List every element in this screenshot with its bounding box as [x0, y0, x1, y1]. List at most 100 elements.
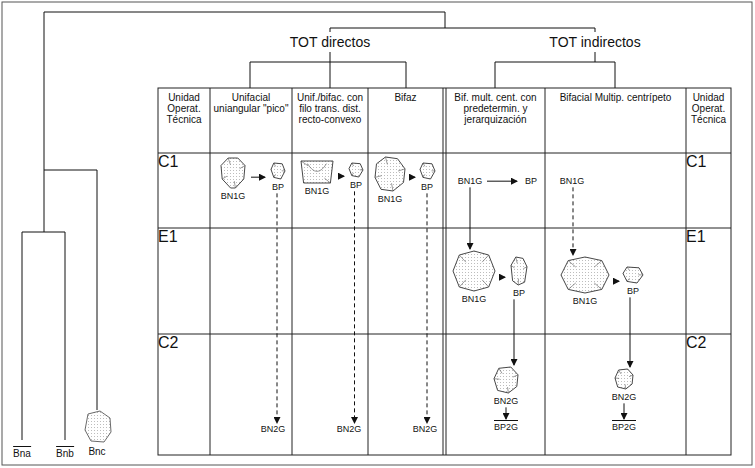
process-arrow — [277, 193, 278, 423]
column-header-cell: Bif. mult. cent. con predetermin. y jera… — [446, 88, 545, 153]
lithic-piece: BN2G — [490, 366, 522, 406]
lithic-piece: BP2G — [608, 420, 640, 432]
row-label: E1 — [686, 228, 731, 246]
lithic-piece: BP — [345, 162, 367, 190]
process-arrow — [427, 193, 428, 423]
piece-label: BP — [525, 176, 537, 186]
stone-illustration — [374, 156, 406, 192]
piece-label: BP2G — [494, 420, 518, 432]
piece-label: BP — [513, 288, 525, 298]
piece-label: BN2G — [261, 424, 286, 434]
process-arrow — [470, 187, 471, 249]
row-label-cell: C1 — [158, 153, 210, 228]
column-header-cell: Unif./bifac. con filo trans. dist. recto… — [292, 88, 368, 153]
piece-label: BN1G — [573, 296, 598, 306]
process-arrow — [573, 187, 574, 255]
stone-illustration — [348, 162, 364, 178]
piece-label: BN1G — [560, 176, 585, 186]
lithic-piece: BN2G — [608, 368, 640, 402]
stone-illustration — [452, 250, 496, 292]
process-arrow — [630, 297, 631, 367]
lithic-piece: BP — [620, 266, 646, 296]
stone-illustration — [419, 162, 436, 180]
branch-label: Bnb — [56, 446, 74, 459]
lithic-piece: BP — [518, 176, 544, 186]
process-arrow — [251, 177, 265, 178]
header-text: Unif./bifac. con filo trans. dist. recto… — [294, 92, 366, 126]
piece-label: BN2G — [612, 392, 637, 402]
piece-label: BP — [272, 182, 284, 192]
stone-illustration — [270, 162, 286, 180]
piece-label: BP — [627, 286, 639, 296]
lithic-piece: BN1G — [450, 250, 498, 304]
lithic-piece: BP — [416, 162, 438, 192]
header-text: Bifaz — [394, 92, 416, 103]
column-header-cell: Bifacial Multip. centrípeto — [545, 88, 686, 153]
lithic-piece: BN1G — [297, 160, 337, 196]
column-header-cell: Unifacial uniangular "pico" — [210, 88, 292, 153]
lithic-piece: BN1G — [558, 256, 612, 306]
lithic-piece: BP — [506, 256, 532, 298]
header-text: Unifacial uniangular "pico" — [212, 92, 290, 114]
process-arrow — [354, 191, 355, 423]
row-label: E1 — [158, 228, 210, 246]
stone-illustration — [220, 157, 246, 189]
row-label-cell: C2 — [158, 334, 210, 455]
table-grid — [158, 88, 731, 455]
row-label-cell: C2 — [686, 334, 731, 455]
lithic-piece: BP — [266, 162, 290, 192]
branch-label: Bnc — [88, 446, 105, 457]
piece-label: BP — [421, 182, 433, 192]
process-arrow — [487, 181, 517, 182]
lithic-piece: BN1G — [454, 176, 486, 186]
header-text: Bifacial Multip. centrípeto — [560, 92, 672, 103]
row-label-cell: C1 — [686, 153, 731, 228]
piece-label: BN1G — [305, 186, 330, 196]
process-arrow — [506, 407, 507, 419]
piece-label: BN2G — [337, 424, 362, 434]
column-header-cell: Bifaz — [368, 88, 443, 153]
stone-illustration — [300, 160, 334, 184]
branch-label: Bna — [13, 446, 31, 459]
lithic-piece: BN2G — [410, 424, 440, 434]
row-label: C1 — [158, 153, 210, 171]
piece-label: BN2G — [494, 396, 519, 406]
process-arrow — [409, 177, 415, 178]
process-arrow — [338, 176, 344, 177]
tree-lines — [22, 12, 615, 440]
header-text: Unidad Operat. Técnica — [160, 92, 208, 126]
lithic-piece: BN1G — [372, 156, 408, 204]
header-text: Bif. mult. cent. con predetermin. y jera… — [448, 92, 543, 126]
group-heading: TOT indirectos — [549, 34, 640, 50]
piece-label: BN1G — [458, 176, 483, 186]
lithic-piece: BN1G — [216, 157, 250, 201]
process-arrow — [514, 299, 515, 365]
stone-illustration — [510, 256, 528, 286]
row-label-cell: E1 — [158, 228, 210, 334]
stone-illustration — [560, 256, 610, 294]
stone-bnc — [85, 411, 111, 442]
piece-label: BN1G — [462, 294, 487, 304]
column-header-cell: Unidad Operat. Técnica — [158, 88, 210, 153]
group-heading: TOT directos — [290, 34, 370, 50]
row-label: C1 — [686, 153, 731, 171]
lithic-piece: BN2G — [258, 424, 288, 434]
row-label: C2 — [686, 334, 731, 352]
stone-illustration — [622, 266, 644, 284]
column-header-cell: Unidad Operat. Técnica — [686, 88, 731, 153]
row-label-cell: E1 — [686, 228, 731, 334]
lithic-piece: BP2G — [490, 420, 522, 432]
row-label: C2 — [158, 334, 210, 352]
process-arrow — [499, 277, 505, 278]
process-arrow — [624, 403, 625, 419]
piece-label: BN1G — [378, 194, 403, 204]
piece-label: BP — [350, 180, 362, 190]
header-text: Unidad Operat. Técnica — [688, 92, 729, 126]
lithic-piece: BN1G — [556, 176, 588, 186]
stone-illustration — [614, 368, 634, 390]
piece-label: BP2G — [612, 420, 636, 432]
